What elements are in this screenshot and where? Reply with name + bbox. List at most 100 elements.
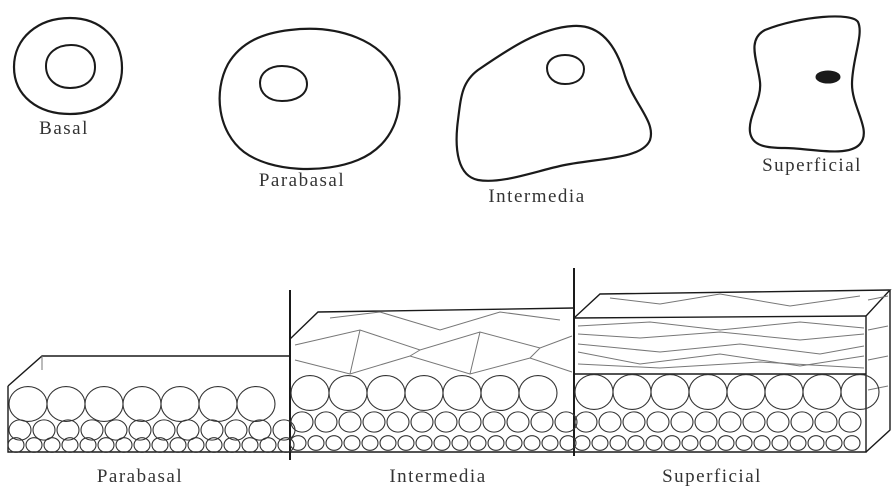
intermedia-round-cell <box>367 376 405 411</box>
basal-small-cell <box>542 436 558 451</box>
cell-basal <box>14 18 122 114</box>
parabasal-round-cell <box>85 387 123 422</box>
basal-small-cell <box>470 436 486 451</box>
intermedia-flat-cells <box>295 312 572 374</box>
superficial-block-outline <box>574 290 890 452</box>
basal-small-cell <box>170 438 186 453</box>
basal-small-cell <box>772 436 788 451</box>
intermedia-round-cell <box>481 376 519 411</box>
superficial-round-cell <box>689 375 727 410</box>
superficial-round-cell <box>575 375 613 410</box>
superficial-round-cell <box>803 375 841 410</box>
intermedia-small-cell <box>459 412 481 432</box>
basal-small-cell <box>610 436 626 451</box>
basal-small-cell <box>26 438 42 453</box>
intermedia-small-cell <box>363 412 385 432</box>
intermedia-round-cell <box>443 376 481 411</box>
superficial-small-cell <box>815 412 837 432</box>
basal-small-cell <box>592 436 608 451</box>
basal-small-cell <box>664 436 680 451</box>
intermedia-small-cell <box>339 412 361 432</box>
parabasal-small-cell <box>225 420 247 440</box>
basal-small-cell <box>116 438 132 453</box>
superficial-small-cell <box>599 412 621 432</box>
basal-small-cell <box>380 436 396 451</box>
basal-small-cell <box>308 436 324 451</box>
superficial-round-cell <box>613 375 651 410</box>
parabasal-round-cell <box>123 387 161 422</box>
superficial-small-cell <box>767 412 789 432</box>
superficial-small-cell <box>647 412 669 432</box>
cell-superficial-outline <box>750 16 864 151</box>
parabasal-small-cell <box>177 420 199 440</box>
superficial-small-cell <box>791 412 813 432</box>
label-cell-superficial: Superficial <box>762 155 862 177</box>
parabasal-round-cell <box>47 387 85 422</box>
parabasal-small-cell <box>273 420 295 440</box>
cell-parabasal <box>220 29 400 169</box>
basal-small-cell <box>242 438 258 453</box>
superficial-small-cell <box>575 412 597 432</box>
superficial-round-cell <box>765 375 803 410</box>
basal-small-cell <box>260 438 276 453</box>
superficial-small-cell <box>623 412 645 432</box>
superficial-small-cell <box>719 412 741 432</box>
basal-small-cell <box>326 436 342 451</box>
superficial-small-cell <box>695 412 717 432</box>
superficial-round-cell <box>727 375 765 410</box>
parabasal-small-cell <box>153 420 175 440</box>
epithelium-block <box>8 268 890 460</box>
basal-small-cell <box>844 436 860 451</box>
basal-small-cell <box>646 436 662 451</box>
intermedia-small-cell <box>411 412 433 432</box>
intermedia-round-cell <box>405 376 443 411</box>
intermedia-small-cell <box>507 412 529 432</box>
parabasal-round-cell <box>199 387 237 422</box>
parabasal-round-cell <box>161 387 199 422</box>
intermedia-small-cell <box>435 412 457 432</box>
intermedia-round-cell <box>329 376 367 411</box>
basal-small-cell <box>290 436 306 451</box>
intermedia-small-cell <box>315 412 337 432</box>
parabasal-small-cell <box>81 420 103 440</box>
superficial-round-cell <box>651 375 689 410</box>
parabasal-small-cell <box>9 420 31 440</box>
basal-small-cell <box>718 436 734 451</box>
parabasal-small-cell <box>201 420 223 440</box>
cell-intermedia <box>457 26 651 181</box>
basal-small-cell <box>754 436 770 451</box>
basal-small-cell <box>700 436 716 451</box>
label-layer-intermedia: Intermedia <box>389 466 486 488</box>
intermedia-round-cell <box>291 376 329 411</box>
basal-small-cell <box>736 436 752 451</box>
basal-small-cell <box>808 436 824 451</box>
round-cells <box>8 375 879 453</box>
basal-small-cell <box>524 436 540 451</box>
parabasal-small-cell <box>249 420 271 440</box>
label-layer-parabasal: Parabasal <box>97 466 183 488</box>
cell-basal-outline <box>14 18 122 114</box>
intermedia-small-cell <box>483 412 505 432</box>
label-cell-intermedia: Intermedia <box>488 186 585 208</box>
intermedia-small-cell <box>291 412 313 432</box>
parabasal-round-cell <box>237 387 275 422</box>
cell-intermedia-nucleus <box>547 55 584 84</box>
basal-small-cell <box>488 436 504 451</box>
superficial-small-cell <box>671 412 693 432</box>
intermedia-small-cell <box>387 412 409 432</box>
basal-small-cell <box>416 436 432 451</box>
intermedia-round-cell <box>519 376 557 411</box>
basal-small-cell <box>98 438 114 453</box>
label-cell-basal: Basal <box>39 118 89 140</box>
basal-small-cell <box>434 436 450 451</box>
cell-basal-nucleus <box>46 45 95 88</box>
basal-small-cell <box>628 436 644 451</box>
parabasal-small-cell <box>33 420 55 440</box>
basal-small-cell <box>826 436 842 451</box>
superficial-round-cell <box>841 375 879 410</box>
parabasal-small-cell <box>129 420 151 440</box>
label-cell-parabasal: Parabasal <box>259 170 345 192</box>
cell-intermedia-outline <box>457 26 651 181</box>
